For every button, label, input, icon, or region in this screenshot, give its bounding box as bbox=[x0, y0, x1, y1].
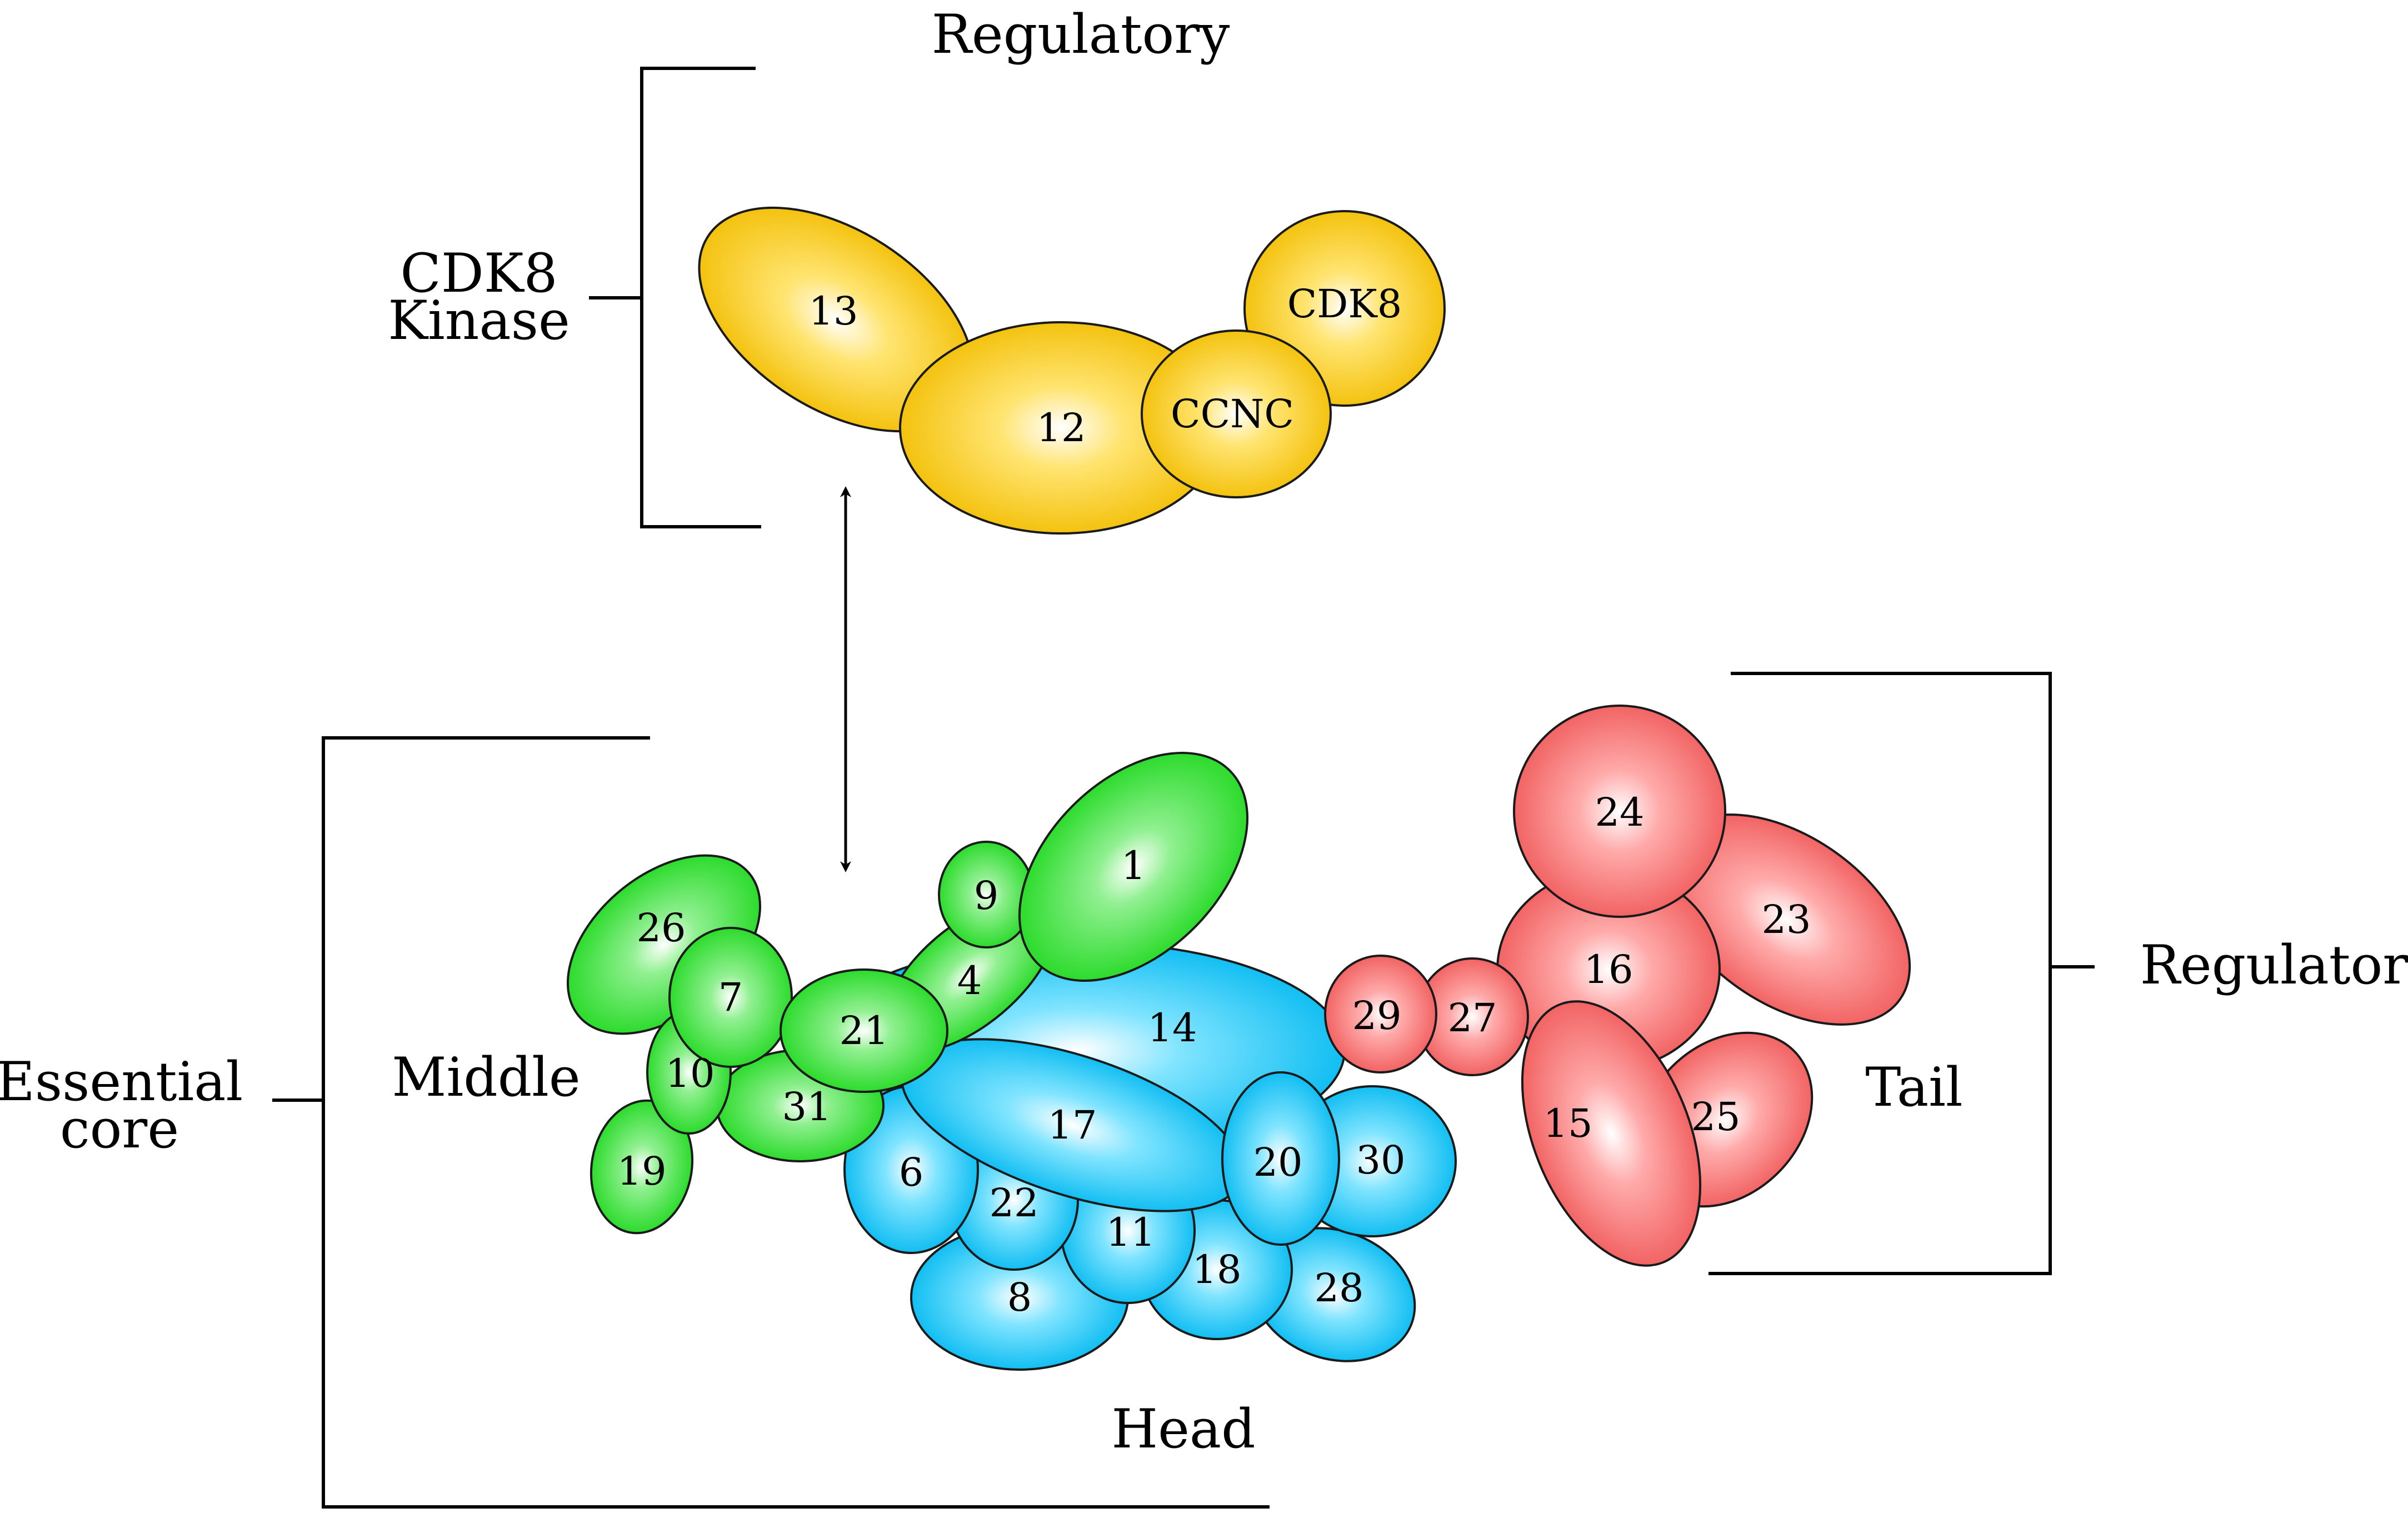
essential-core-bracket bbox=[272, 736, 1270, 1509]
subunit-29 bbox=[1324, 955, 1437, 1073]
essential-core-label-line1: Essential bbox=[0, 1051, 243, 1113]
label-29: 29 bbox=[1352, 993, 1401, 1038]
cdk8-kinase-label-line2: Kinase bbox=[388, 289, 570, 352]
label-14: 14 bbox=[1147, 1005, 1197, 1051]
label-6: 6 bbox=[899, 1150, 924, 1195]
label-13: 13 bbox=[808, 288, 858, 334]
subunit-7 bbox=[668, 927, 793, 1068]
cdk8-kinase-label-line1: CDK8 bbox=[400, 242, 557, 304]
subunit-21 bbox=[780, 968, 948, 1093]
head-module-label: Head bbox=[1111, 1398, 1255, 1460]
label-16: 16 bbox=[1583, 947, 1633, 992]
tail-module-label: Tail bbox=[1865, 1056, 1962, 1118]
label-24: 24 bbox=[1595, 790, 1644, 835]
label-19: 19 bbox=[617, 1149, 666, 1194]
label-12: 12 bbox=[1036, 405, 1086, 451]
label-4: 4 bbox=[957, 958, 982, 1003]
label-15: 15 bbox=[1543, 1101, 1592, 1146]
label-7: 7 bbox=[718, 975, 743, 1020]
middle-module bbox=[567, 752, 1248, 1235]
label-8: 8 bbox=[1007, 1275, 1032, 1320]
label-28: 28 bbox=[1314, 1265, 1363, 1311]
label-17: 17 bbox=[1047, 1102, 1097, 1148]
label-1: 1 bbox=[1121, 843, 1146, 888]
label-27: 27 bbox=[1447, 995, 1497, 1041]
label-18: 18 bbox=[1192, 1247, 1241, 1292]
regulatory-top-label: Regulatory bbox=[932, 3, 1230, 66]
subunit-15 bbox=[1521, 1000, 1702, 1267]
label-ccnc: CCNC bbox=[1171, 391, 1294, 437]
label-9: 9 bbox=[974, 873, 999, 918]
subunit-ccnc bbox=[1141, 329, 1332, 498]
label-26: 26 bbox=[636, 905, 686, 951]
subunit-24 bbox=[1513, 705, 1726, 918]
label-10: 10 bbox=[665, 1051, 715, 1096]
regulatory-right-label: Regulatory bbox=[2140, 934, 2408, 996]
label-30: 30 bbox=[1356, 1137, 1405, 1183]
subunit-1 bbox=[1018, 752, 1248, 982]
essential-core-label-line2: core bbox=[60, 1098, 179, 1160]
cdk8-kinase-bracket bbox=[589, 67, 761, 528]
label-31: 31 bbox=[782, 1084, 831, 1130]
label-25: 25 bbox=[1691, 1094, 1740, 1140]
tail-module bbox=[1324, 705, 1911, 1267]
middle-module-label: Middle bbox=[392, 1046, 580, 1108]
label-21: 21 bbox=[839, 1008, 888, 1053]
label-22: 22 bbox=[989, 1180, 1038, 1226]
label-cdk8: CDK8 bbox=[1287, 281, 1402, 327]
subunit-labels: 13 12 CCNC CDK8 26 7 10 19 21 31 9 4 1 1… bbox=[617, 281, 1811, 1320]
subunit-20 bbox=[1221, 1071, 1340, 1246]
tail-regulatory-bracket bbox=[1708, 672, 2095, 1275]
kinase-module bbox=[698, 206, 1446, 535]
label-23: 23 bbox=[1761, 897, 1811, 942]
label-20: 20 bbox=[1253, 1140, 1302, 1185]
label-11: 11 bbox=[1106, 1210, 1155, 1255]
